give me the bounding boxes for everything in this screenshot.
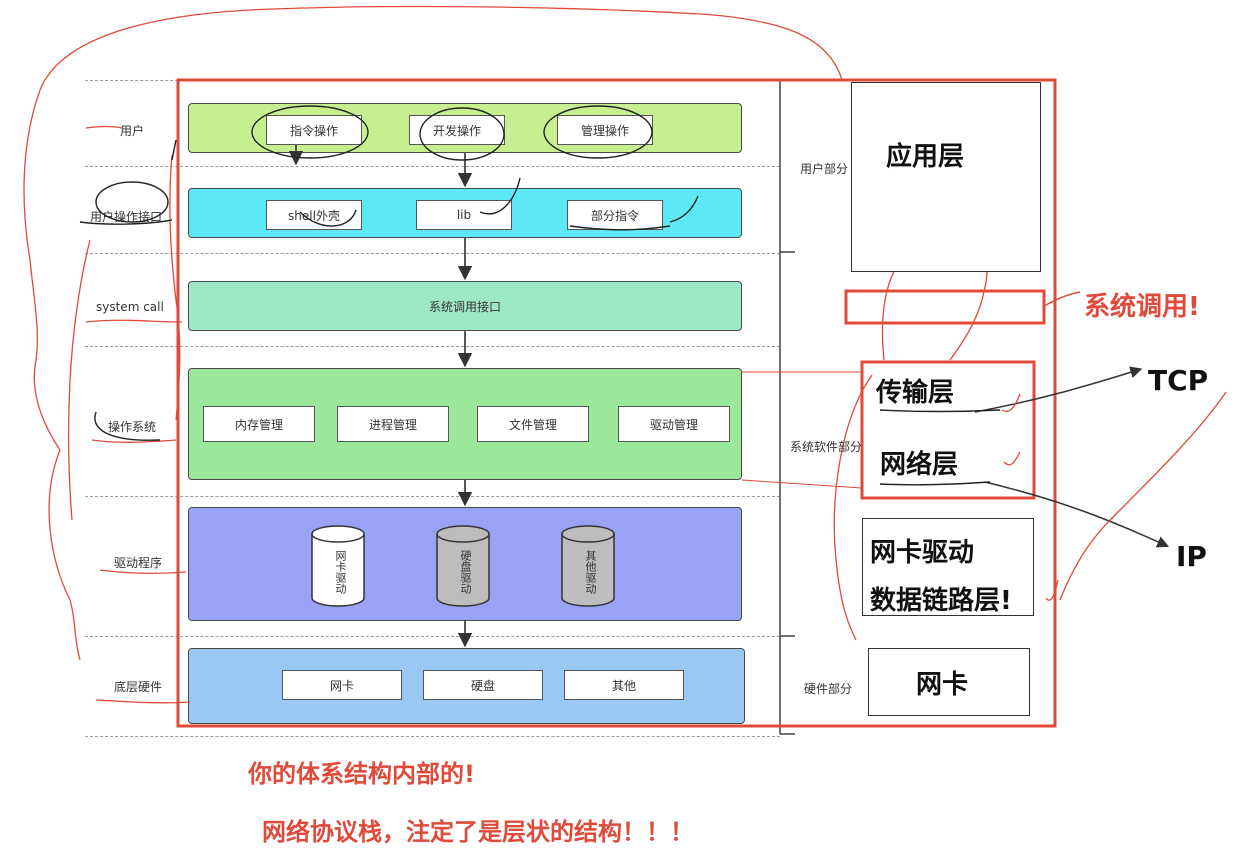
- os-file-management: 文件管理: [477, 406, 589, 442]
- row-label-os: 操作系统: [108, 420, 157, 434]
- cylinder-nic-driver: [311, 525, 365, 607]
- os-memory-management: 内存管理: [203, 406, 315, 442]
- tcp-arrow: [974, 366, 1143, 413]
- hardware-nic: 网卡: [282, 670, 402, 700]
- driver-nic: 网卡驱动: [334, 550, 347, 594]
- row-label-driver: 驱动程序: [114, 556, 163, 570]
- ip-arrow: [984, 481, 1170, 548]
- datalink-layer-box: [862, 518, 1034, 616]
- row-label-user: 用户: [120, 124, 145, 138]
- annotation-layered-note: 网络协议栈，注定了是层状的结构！！！: [262, 818, 694, 846]
- part-label-system-software: 系统软件部分: [790, 440, 863, 454]
- red-connector-bottom: [741, 479, 863, 489]
- row-separator: [85, 166, 780, 167]
- row-separator: [85, 253, 780, 254]
- application-layer-box: [851, 82, 1041, 272]
- annotation-ip: IP: [1176, 540, 1207, 573]
- annotation-architecture-note: 你的体系结构内部的!: [248, 760, 475, 788]
- syscall-interface-label: 系统调用接口: [428, 299, 501, 314]
- annotation-tcp: TCP: [1148, 364, 1209, 397]
- part-label-hardware: 硬件部分: [804, 682, 853, 696]
- nic-driver-label: 网卡驱动: [870, 538, 975, 568]
- row-separator: [85, 496, 780, 497]
- transport-layer-label: 传输层: [876, 378, 955, 408]
- row-separator: [85, 736, 780, 737]
- parts-bracket: [779, 79, 795, 735]
- data-link-layer-label: 数据链路层!: [870, 586, 1012, 616]
- red-scribbles: [23, 5, 1227, 704]
- row-label-system-call: system call: [96, 300, 164, 314]
- os-process-management: 进程管理: [337, 406, 449, 442]
- dark-scribbles: [79, 105, 1001, 486]
- nic-box: [868, 648, 1030, 716]
- nic-label: 网卡: [916, 670, 969, 700]
- annotation-system-call: 系统调用!: [1084, 292, 1200, 322]
- user-op-manage: 管理操作: [557, 115, 653, 145]
- layer-syscall-interface: 系统调用接口: [188, 281, 742, 331]
- syscall-red-box: [844, 289, 1046, 325]
- row-separator: [85, 346, 780, 347]
- network-layer-label: 网络层: [880, 450, 959, 480]
- hardware-other: 其他: [564, 670, 684, 700]
- part-label-user: 用户部分: [800, 162, 849, 176]
- syscall-arrow: [1043, 291, 1081, 307]
- user-op-develop: 开发操作: [409, 115, 505, 145]
- interface-partial-commands: 部分指令: [567, 200, 663, 230]
- interface-lib: lib: [416, 200, 512, 230]
- application-layer-label: 应用层: [886, 142, 965, 172]
- driver-other: 其他驱动: [584, 550, 597, 594]
- hardware-disk: 硬盘: [423, 670, 543, 700]
- os-driver-management: 驱动管理: [618, 406, 730, 442]
- driver-disk: 硬盘驱动: [459, 550, 472, 594]
- transport-network-red-box: [860, 360, 1036, 500]
- row-separator: [85, 636, 780, 637]
- cylinder-disk-driver: [436, 525, 490, 607]
- cylinder-other-driver: [561, 525, 615, 607]
- user-op-command: 指令操作: [266, 115, 362, 145]
- interface-shell: shell外壳: [266, 200, 362, 230]
- row-label-hardware: 底层硬件: [114, 680, 163, 694]
